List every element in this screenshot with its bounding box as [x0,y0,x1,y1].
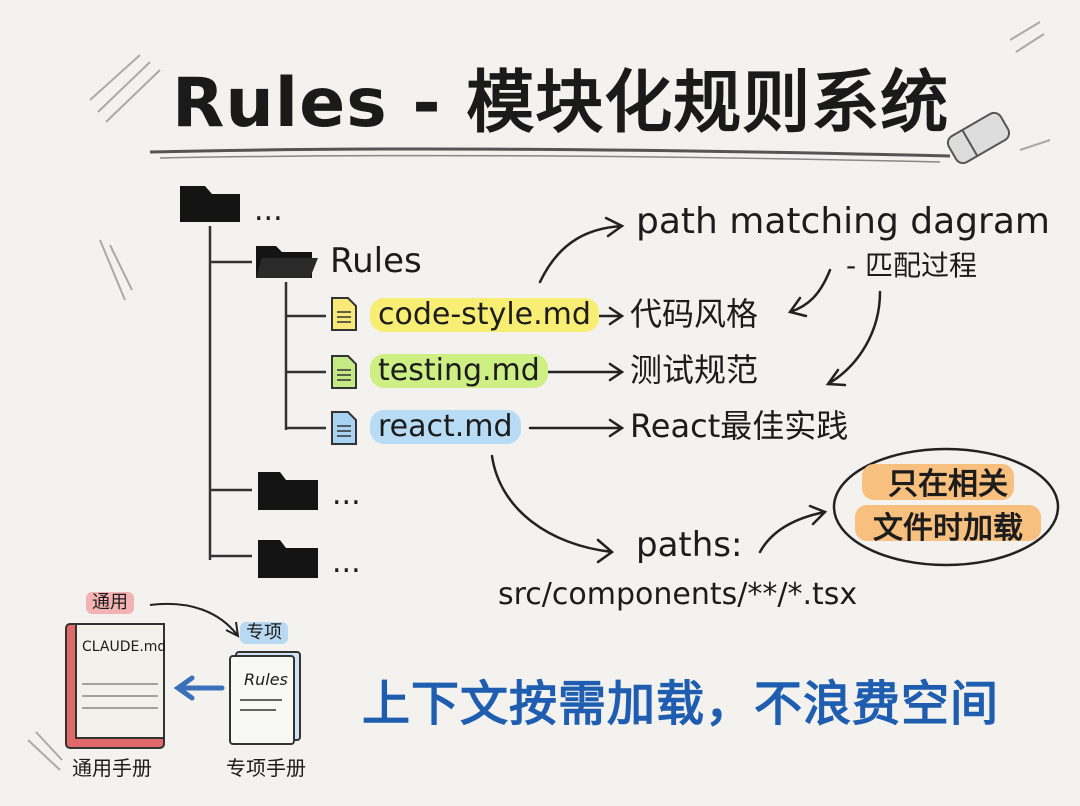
file-label-react: react.md [370,410,521,444]
description-testing: 测试规范 [630,351,759,389]
badge-highlight-1 [862,464,1014,500]
folder-icon-3 [258,540,318,578]
path-matching-sublabel: - 匹配过程 [846,249,978,282]
arrow-react [528,418,625,438]
page-title: Rules - 模块化规则系统 [172,64,950,143]
slogan: 上下文按需加载，不浪费空间 [362,676,1000,732]
general-book-icon [65,623,165,749]
paths-value: src/components/**/*.tsx [498,577,858,612]
special-book-icon [229,651,301,745]
special-book-caption: 专项手册 [226,756,306,780]
arrow-paths-to-badge [758,504,828,554]
rules-folder-icon [256,246,318,278]
title-underline [149,147,951,158]
folder-label-3: ... [332,545,361,580]
rules-folder-label: Rules [330,241,422,281]
description-code-style: 代码风格 [630,295,759,333]
file-label-testing: testing.md [370,354,548,388]
badge-line-2: 文件时加载 [873,510,1023,546]
arrow-testing [543,362,625,382]
arrow-to-path-matching [538,216,625,284]
badge-ellipse [832,447,1060,567]
arrow-general-to-special [149,602,240,638]
root-folder-icon [180,186,240,222]
badge-highlight-2 [855,505,1041,541]
badge-line-1: 只在相关 [888,467,1008,502]
special-book-title: Rules [244,670,288,689]
folder-icon-2 [258,472,318,510]
file-icon-react [331,411,357,445]
paths-key: paths: [636,525,743,565]
decor-strokes-left [27,54,161,771]
title-underline-2 [159,154,941,163]
arrow-submatch-2 [825,290,882,387]
file-label-code-style: code-style.md [370,298,599,332]
general-book-title: CLAUDE.md [82,639,167,655]
general-tag: 通用 [86,592,134,614]
file-icon-code-style [331,297,357,331]
file-icon-testing [331,355,357,389]
general-book-caption: 通用手册 [72,756,152,780]
decor-strokes-right [1009,21,1051,151]
folder-label-2: ... [332,477,361,512]
arrow-submatch-1 [787,268,832,318]
special-tag: 专项 [240,622,288,644]
description-react: React最佳实践 [630,407,849,445]
arrow-react-to-paths [490,454,615,564]
path-matching-label: path matching dagram [636,201,1050,242]
arrow-special-to-general [173,675,225,701]
root-folder-label: ... [254,193,283,228]
eraser-icon [946,111,1011,165]
badge-text: 只在相关 文件时加载 [858,466,1038,547]
